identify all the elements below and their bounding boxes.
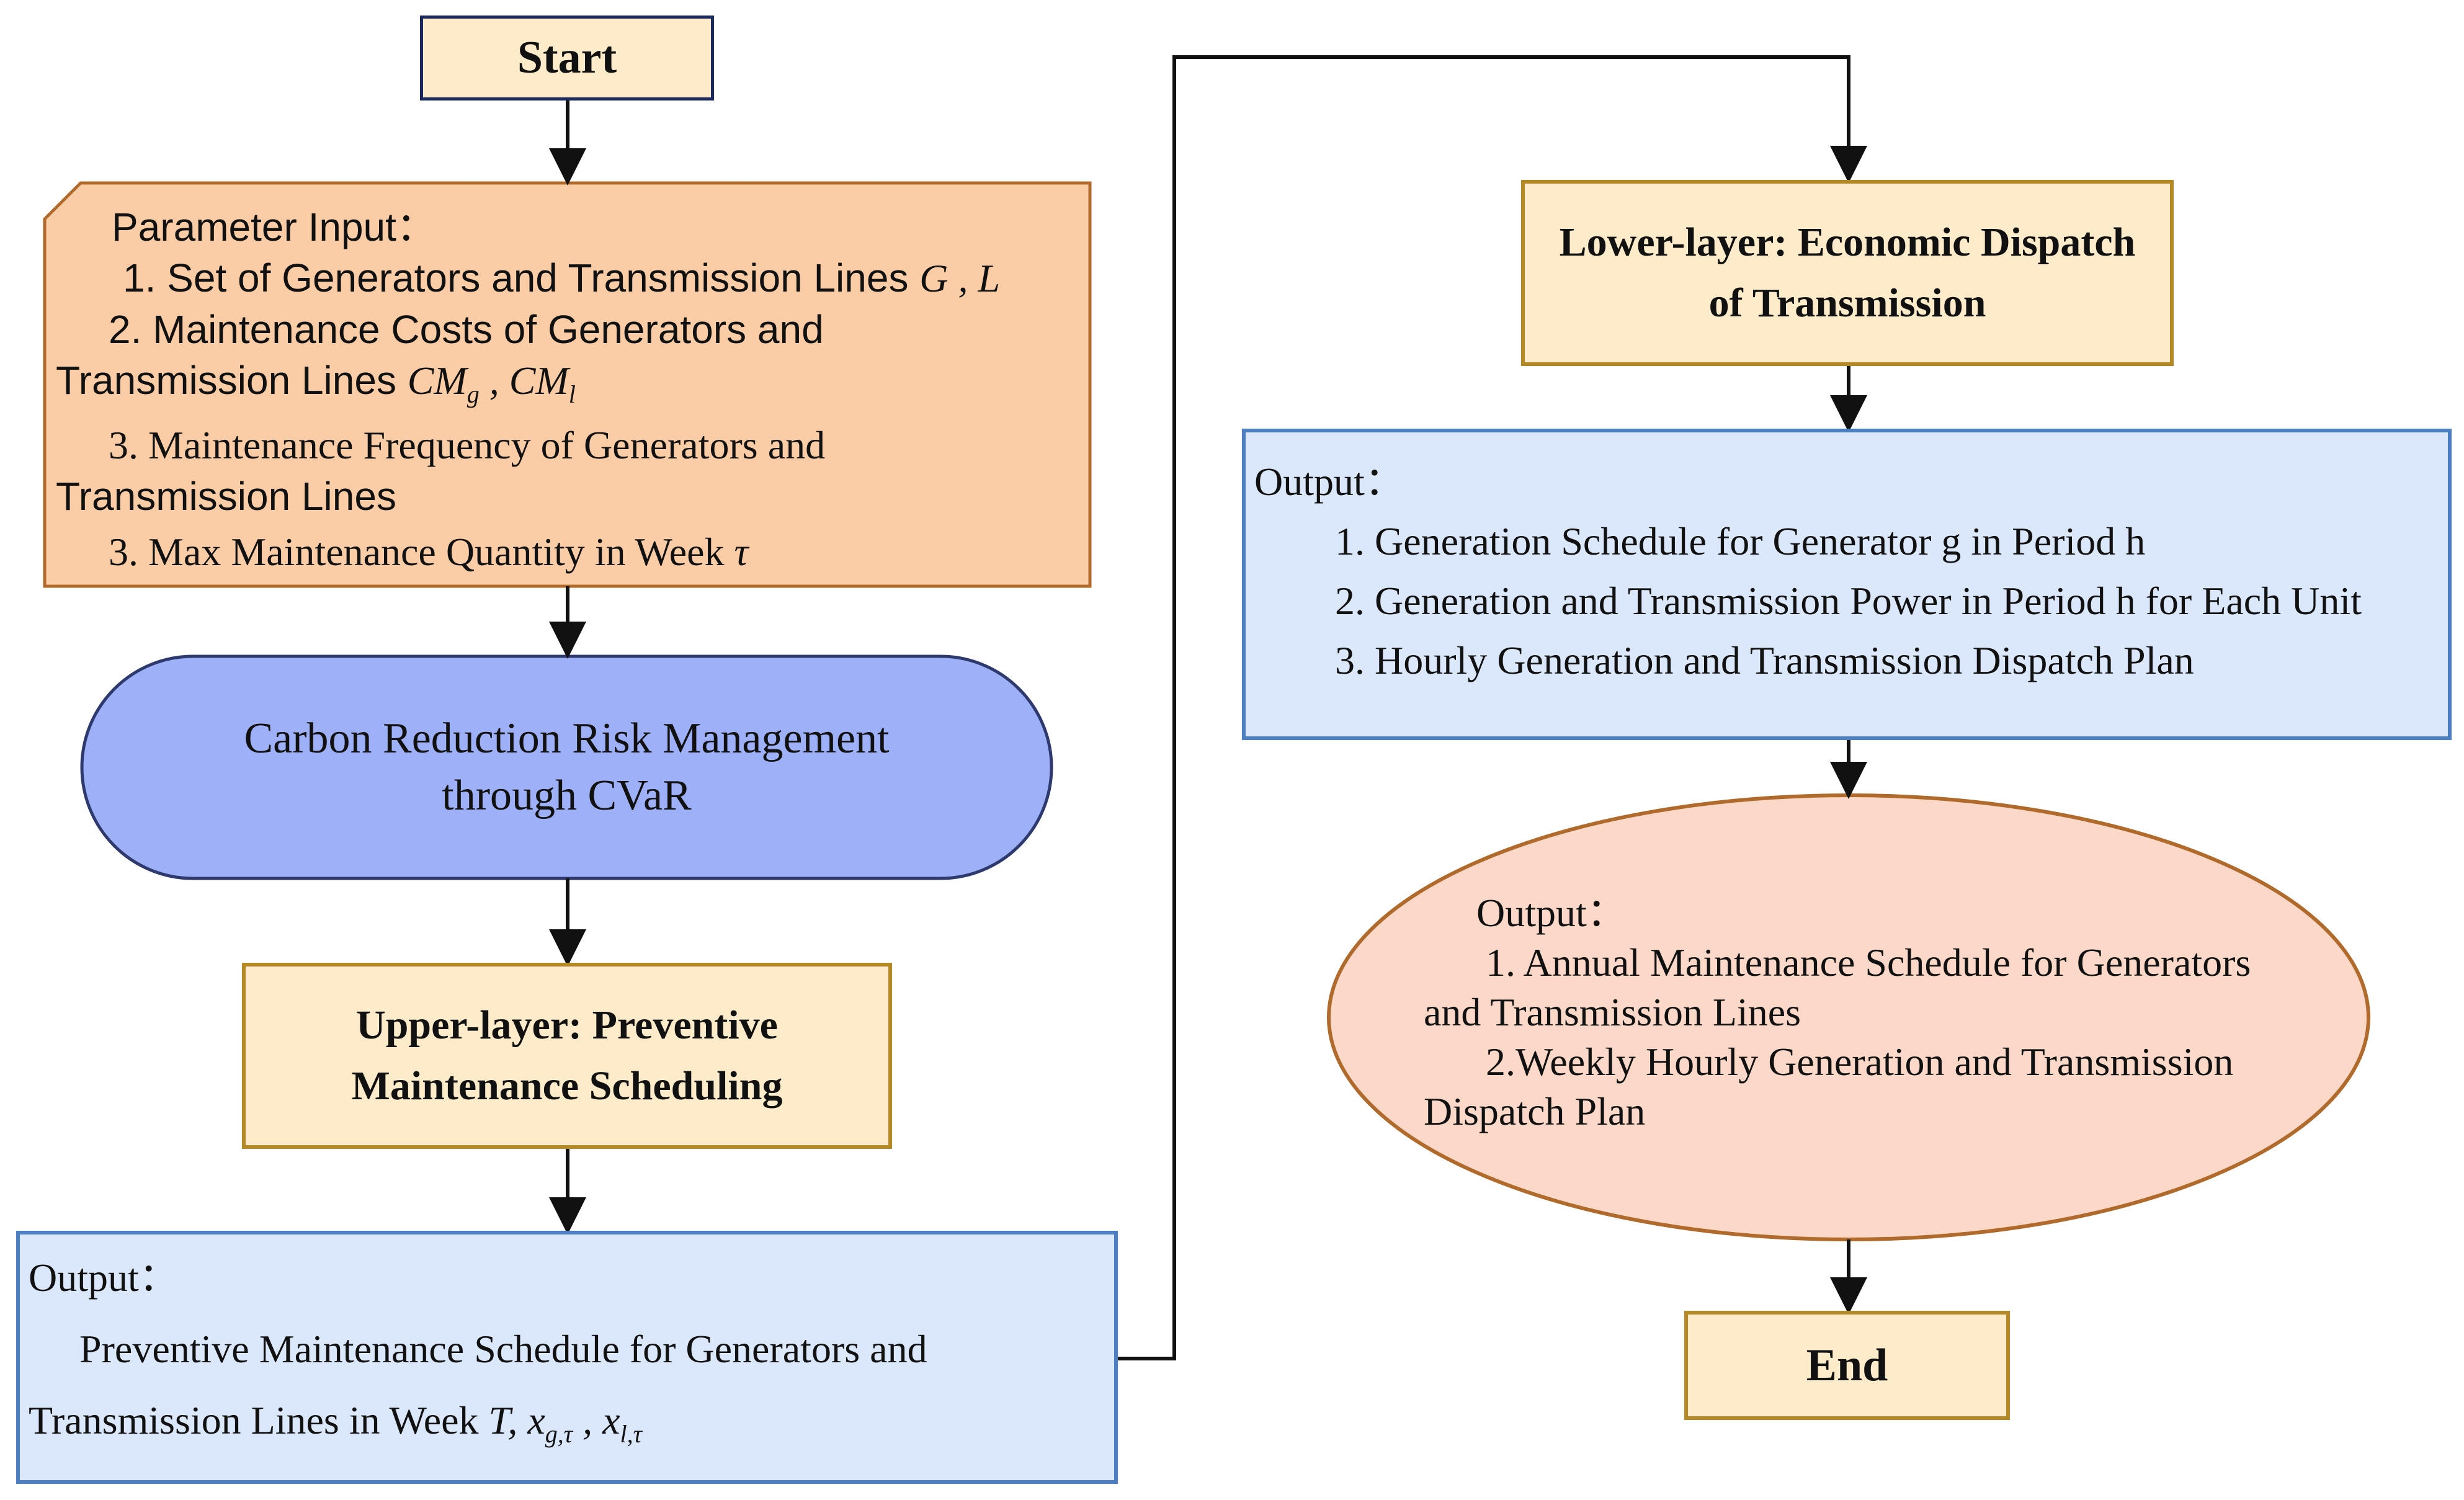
parameter-item-3-line-2: Transmission Lines xyxy=(56,473,396,519)
parameter-item-3-line-1: 3. Maintenance Frequency of Generators a… xyxy=(109,422,826,467)
final-output-title: Output： xyxy=(1476,891,1627,935)
parameter-input-title: Parameter Input： xyxy=(112,205,436,249)
upper-output-title: Output： xyxy=(29,1256,179,1300)
start-node: Start xyxy=(420,16,714,100)
upper-output-line-1: Preventive Maintenance Schedule for Gene… xyxy=(79,1327,927,1371)
parameter-item-4: 3. Max Maintenance Quantity in Week τ xyxy=(109,529,749,574)
upper-layer-node: Upper-layer: Preventive Maintenance Sche… xyxy=(242,963,892,1149)
lower-output-title: Output： xyxy=(1254,460,1404,504)
arrow-upper-output-to-lower-layer xyxy=(1118,55,1867,1360)
parameter-item-2-line-2: Transmission Lines CMg , CMl xyxy=(56,358,576,408)
upper-output-line-2: Transmission Lines in Week T, xg,τ , xl,… xyxy=(29,1398,642,1448)
final-output-item-1-line-1: 1. Annual Maintenance Schedule for Gener… xyxy=(1486,940,2251,984)
final-output-node: Output： 1. Annual Maintenance Schedule f… xyxy=(1424,888,2329,1149)
lower-output-node: Output： 1. Generation Schedule for Gener… xyxy=(1242,429,2452,740)
lower-layer-line-1: Lower-layer: Economic Dispatch xyxy=(1559,220,2136,265)
lower-layer-node: Lower-layer: Economic Dispatch of Transm… xyxy=(1521,180,2174,366)
risk-management-line-2: through CVaR xyxy=(442,772,692,819)
parameter-input-node: Parameter Input： 1. Set of Generators an… xyxy=(45,183,1090,586)
end-node: End xyxy=(1684,1311,2010,1420)
parameter-item-1: 1. Set of Generators and Transmission Li… xyxy=(123,256,1001,300)
final-output-item-1-line-2: and Transmission Lines xyxy=(1424,990,1801,1034)
end-label: End xyxy=(1806,1340,1888,1391)
start-label: Start xyxy=(517,32,617,83)
lower-output-item-2: 2. Generation and Transmission Power in … xyxy=(1335,579,2362,623)
lower-output-item-1: 1. Generation Schedule for Generator g i… xyxy=(1335,519,2146,563)
final-output-item-2-line-2: Dispatch Plan xyxy=(1424,1089,1646,1133)
upper-layer-line-2: Maintenance Scheduling xyxy=(351,1063,783,1109)
upper-output-node: Output： Preventive Maintenance Schedule … xyxy=(16,1231,1118,1484)
lower-output-item-3: 3. Hourly Generation and Transmission Di… xyxy=(1335,638,2194,682)
risk-management-node: Carbon Reduction Risk Management through… xyxy=(82,656,1051,878)
upper-layer-line-1: Upper-layer: Preventive xyxy=(356,1002,778,1048)
parameter-item-2-line-1: 2. Maintenance Costs of Generators and xyxy=(109,307,824,352)
lower-layer-line-2: of Transmission xyxy=(1708,280,1986,326)
final-output-item-2-line-1: 2.Weekly Hourly Generation and Transmiss… xyxy=(1486,1040,2234,1084)
risk-management-line-1: Carbon Reduction Risk Management xyxy=(244,715,890,762)
